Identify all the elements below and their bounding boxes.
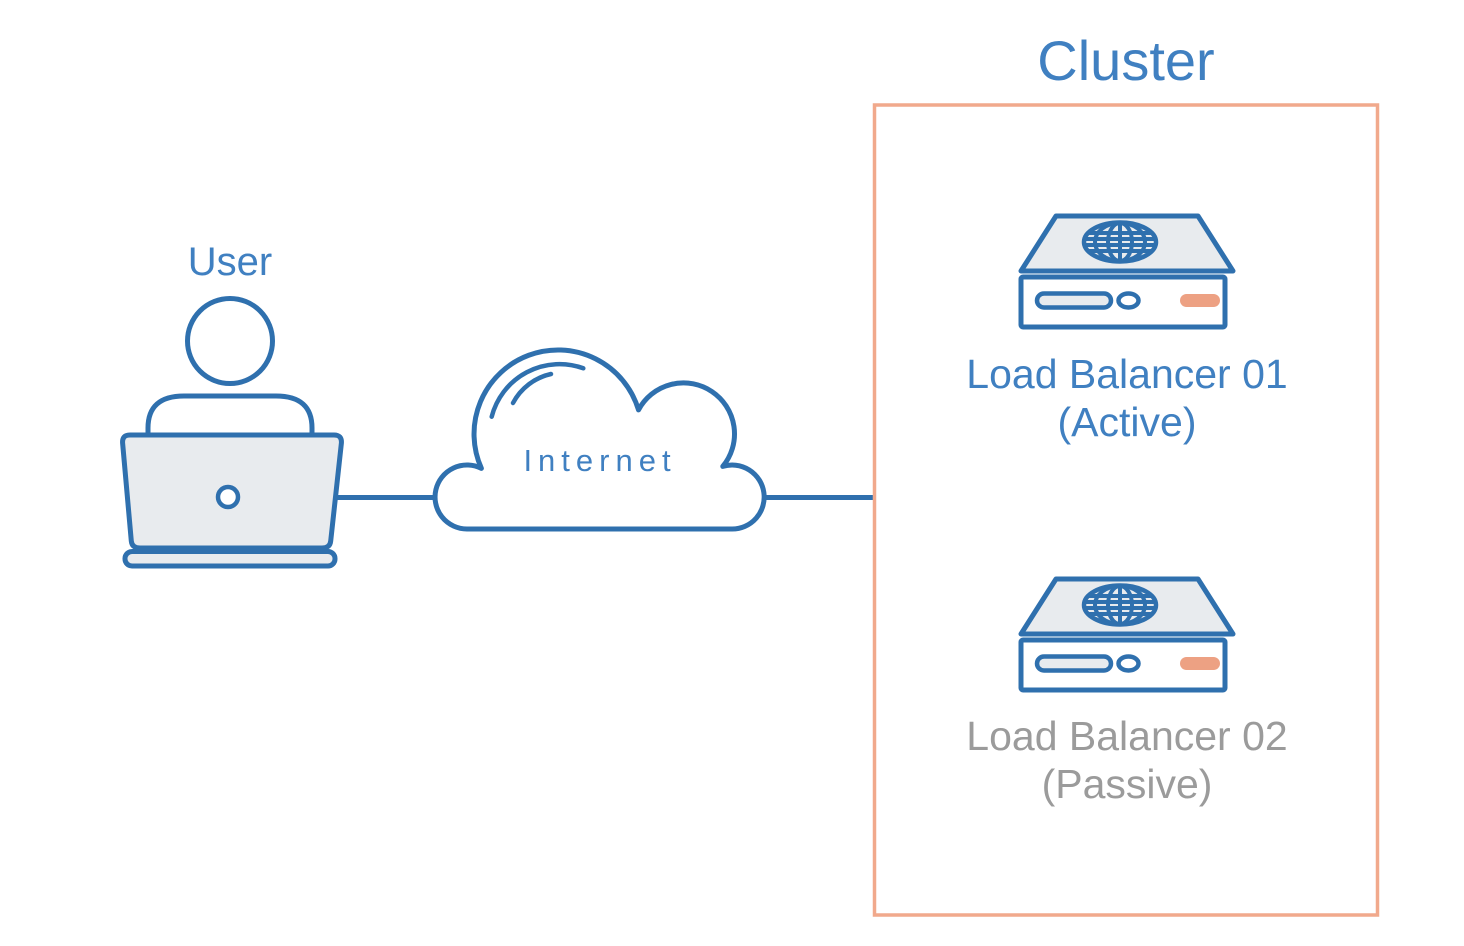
laptop-base	[122, 549, 338, 569]
cloud-highlight-arc-inner	[510, 371, 554, 406]
user-shoulders	[145, 393, 315, 440]
user-label: User	[188, 240, 272, 284]
load-balancer-01-name: Load Balancer 01	[966, 351, 1287, 397]
load-balancer-02-state: (Passive)	[1042, 761, 1213, 807]
load-balancer-01-state: (Active)	[1058, 399, 1197, 445]
load-balancer-01-icon	[1021, 216, 1233, 327]
user-head	[185, 296, 275, 386]
internet-label: Internet	[523, 443, 676, 478]
cloud-highlight-arc-outer	[489, 361, 586, 419]
load-balancer-02-name: Load Balancer 02	[966, 713, 1287, 759]
user-at-laptop-icon	[120, 296, 344, 569]
cluster-box	[872, 103, 1380, 917]
load-balancer-02-icon	[1021, 579, 1233, 690]
laptop-logo-dot	[215, 484, 241, 510]
cloud-icon: Internet	[432, 347, 767, 532]
cluster-title: Cluster	[1037, 29, 1214, 92]
